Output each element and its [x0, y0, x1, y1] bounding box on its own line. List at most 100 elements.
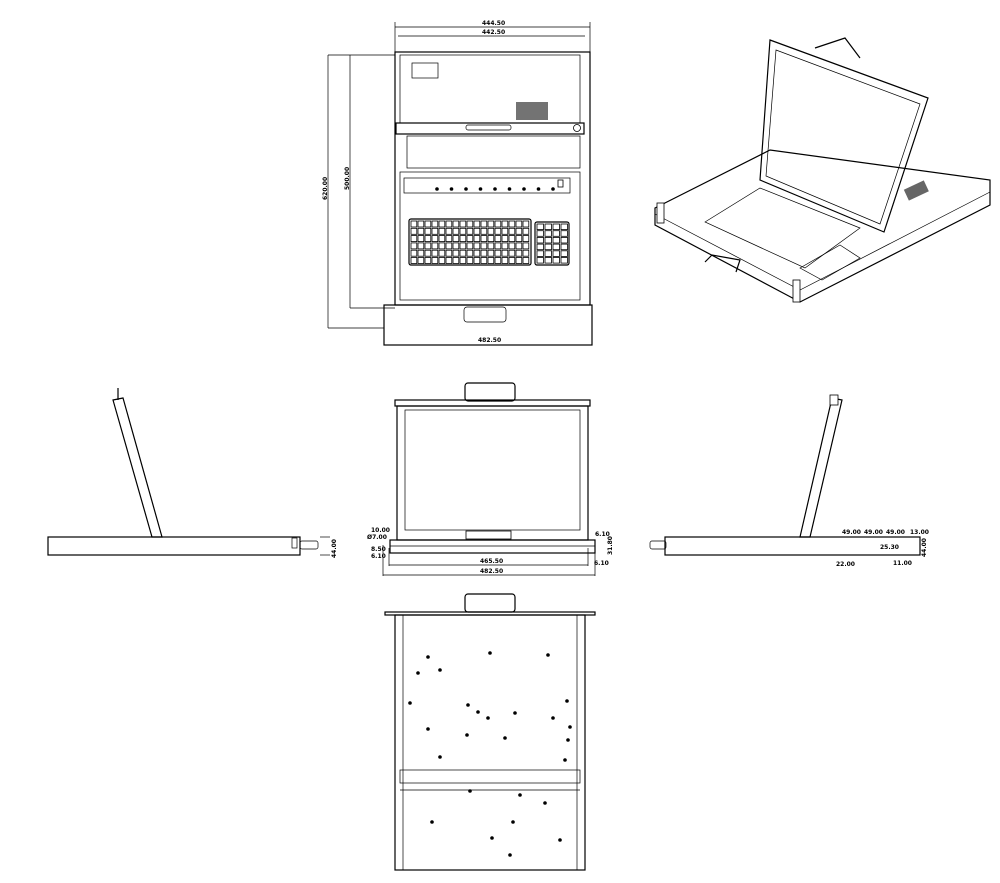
key — [445, 249, 453, 257]
key — [410, 249, 418, 257]
mounting-hole — [466, 703, 470, 707]
key — [501, 249, 509, 257]
button-strip — [403, 177, 571, 194]
key — [494, 220, 502, 228]
key — [494, 257, 502, 264]
keyboard-panel — [399, 171, 581, 301]
side-rail — [664, 536, 921, 556]
key — [480, 220, 488, 228]
key — [438, 257, 446, 264]
handle-bar — [395, 122, 585, 135]
key — [487, 235, 495, 243]
channel-button — [522, 187, 526, 191]
dim-front-3: 6.10 — [371, 553, 386, 560]
key — [466, 220, 474, 228]
numpad-key — [536, 257, 544, 264]
mounting-hole — [426, 727, 430, 731]
key — [501, 227, 509, 235]
key — [508, 220, 516, 228]
numpad-key — [552, 257, 560, 264]
top-view: 444.50 442.50 620.00 500.00 482.50 — [322, 20, 593, 346]
key — [466, 257, 474, 264]
drawer-handle — [463, 306, 507, 323]
numpad-key — [544, 236, 552, 244]
dim-front-4: 6.10 — [595, 531, 610, 538]
dim-offset: 22.00 — [836, 561, 855, 568]
key — [508, 257, 516, 264]
key — [515, 257, 523, 264]
key — [487, 257, 495, 264]
vent-grille — [516, 102, 548, 120]
mounting-hole — [513, 711, 517, 715]
dim-hole-d: 25.30 — [880, 544, 899, 551]
mounting-hole — [568, 725, 572, 729]
numpad-key — [560, 230, 568, 237]
channel-button — [478, 187, 483, 191]
mounting-hole — [558, 838, 562, 842]
mounting-hole — [490, 836, 494, 840]
key — [466, 242, 474, 250]
numpad-key — [560, 236, 568, 244]
key — [522, 227, 530, 235]
key — [424, 235, 432, 243]
mounting-hole — [566, 738, 570, 742]
monitor-handle — [464, 382, 516, 402]
label-plate — [411, 62, 439, 79]
mounting-hole — [508, 853, 512, 857]
numpad-key — [560, 250, 568, 257]
key — [487, 242, 495, 250]
dim-front-5: 6.10 — [594, 560, 609, 567]
bottom-handle — [464, 593, 516, 613]
mounting-hole — [565, 699, 569, 703]
key — [459, 220, 467, 228]
numpad-key — [560, 243, 568, 251]
mounting-hole — [511, 820, 515, 824]
numpad-key — [552, 230, 560, 237]
dim-small: 11.00 — [893, 560, 912, 567]
mounting-hole — [430, 820, 434, 824]
key — [508, 242, 516, 250]
keyboard — [408, 218, 532, 266]
key — [501, 220, 509, 228]
key — [459, 235, 467, 243]
key — [473, 235, 481, 243]
numpad-key — [536, 236, 544, 244]
key — [473, 242, 481, 250]
key — [445, 242, 453, 250]
monitor-frame — [396, 405, 589, 541]
numeric-keypad — [534, 221, 570, 266]
key — [431, 257, 439, 264]
numpad-key — [552, 243, 560, 251]
numpad-key — [544, 257, 552, 264]
key — [410, 257, 418, 264]
numpad-key — [536, 230, 544, 237]
numpad-key — [536, 243, 544, 251]
key — [438, 220, 446, 228]
dim-width-outer: 444.50 — [482, 20, 505, 27]
numpad-key — [552, 250, 560, 257]
key — [494, 227, 502, 235]
monitor-arm — [799, 397, 843, 538]
key — [515, 242, 523, 250]
key — [459, 242, 467, 250]
key — [438, 235, 446, 243]
dim-front-height: 31.80 — [607, 536, 614, 555]
key — [501, 257, 509, 264]
mounting-hole — [438, 755, 442, 759]
mounting-hole — [563, 758, 567, 762]
key — [494, 249, 502, 257]
dim-depth-body: 500.00 — [344, 167, 351, 190]
key — [438, 227, 446, 235]
key — [522, 235, 530, 243]
key — [445, 227, 453, 235]
key — [459, 257, 467, 264]
key — [417, 235, 425, 243]
key — [473, 220, 481, 228]
iso-keyboard — [704, 187, 861, 269]
key — [417, 227, 425, 235]
key — [473, 257, 481, 264]
dim-right-height: 44.00 — [921, 538, 928, 557]
numpad-key — [536, 223, 544, 230]
mounting-hole — [551, 716, 555, 720]
